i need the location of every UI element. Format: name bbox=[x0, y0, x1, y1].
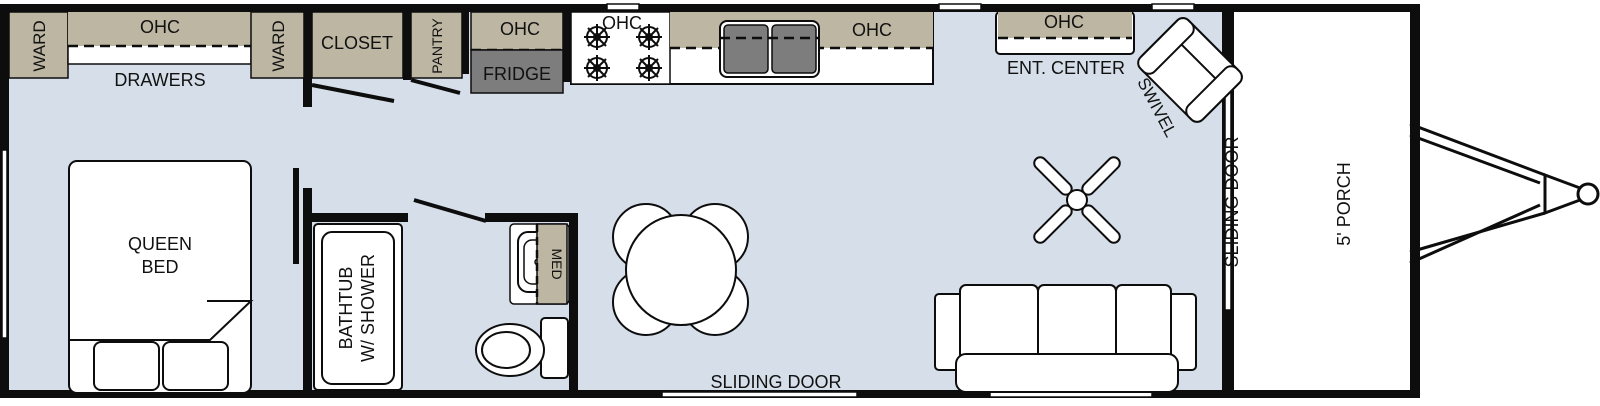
queen-bed-label-line2: BED bbox=[141, 257, 178, 277]
fridge bbox=[470, 49, 564, 94]
toilet-icon bbox=[475, 317, 569, 379]
ceiling-fan-icon bbox=[1033, 156, 1121, 244]
bathtub-label-line1: BATHTUB bbox=[336, 267, 356, 350]
sofa-icon bbox=[934, 284, 1197, 393]
ward-left-label: WARD bbox=[30, 20, 49, 71]
side-sliding-door-label: SLIDING DOOR bbox=[1222, 136, 1242, 267]
stove-ohc-label: OHC bbox=[602, 13, 642, 33]
medicine-cabinet bbox=[536, 223, 568, 305]
pantry bbox=[410, 11, 463, 79]
fridge-ohc bbox=[470, 11, 564, 52]
porch-label: 5' PORCH bbox=[1334, 162, 1354, 245]
ent-center-label: ENT. CENTER bbox=[1007, 58, 1125, 78]
fridge-label: FRIDGE bbox=[483, 64, 551, 84]
bedroom-ohc bbox=[67, 11, 252, 65]
ward-right bbox=[250, 11, 305, 79]
door-swings bbox=[311, 78, 487, 223]
ward-right-label: WARD bbox=[269, 20, 288, 71]
dining-table-icon bbox=[612, 203, 749, 336]
swivel-chair-icon bbox=[1137, 17, 1243, 123]
interior-walls bbox=[293, 12, 578, 390]
fridge-ohc-label: OHC bbox=[500, 19, 540, 39]
bedroom-ohc-label: OHC bbox=[140, 17, 180, 37]
porch bbox=[1232, 8, 1410, 391]
stove-burners-icon bbox=[584, 24, 662, 81]
bottom-sliding-door-label: SLIDING DOOR bbox=[710, 372, 841, 392]
closet-label: CLOSET bbox=[321, 33, 393, 53]
drawers-label: DRAWERS bbox=[114, 70, 205, 90]
kitchen-sink-icon bbox=[719, 20, 820, 78]
pantry-label: PANTRY bbox=[429, 18, 445, 74]
queen-bed-icon bbox=[68, 160, 254, 394]
closet bbox=[311, 11, 404, 79]
med-label: MED bbox=[549, 248, 565, 279]
ent-ohc-label: OHC bbox=[1044, 12, 1084, 32]
ward-left bbox=[8, 11, 69, 79]
bathtub-label-line2: W/ SHOWER bbox=[358, 254, 378, 362]
bathtub-icon bbox=[313, 223, 403, 391]
queen-bed-label-line1: QUEEN bbox=[128, 234, 192, 254]
sink-ohc-label: OHC bbox=[852, 20, 892, 40]
trailer-hitch bbox=[1409, 122, 1600, 265]
entertainment-center bbox=[995, 11, 1135, 55]
